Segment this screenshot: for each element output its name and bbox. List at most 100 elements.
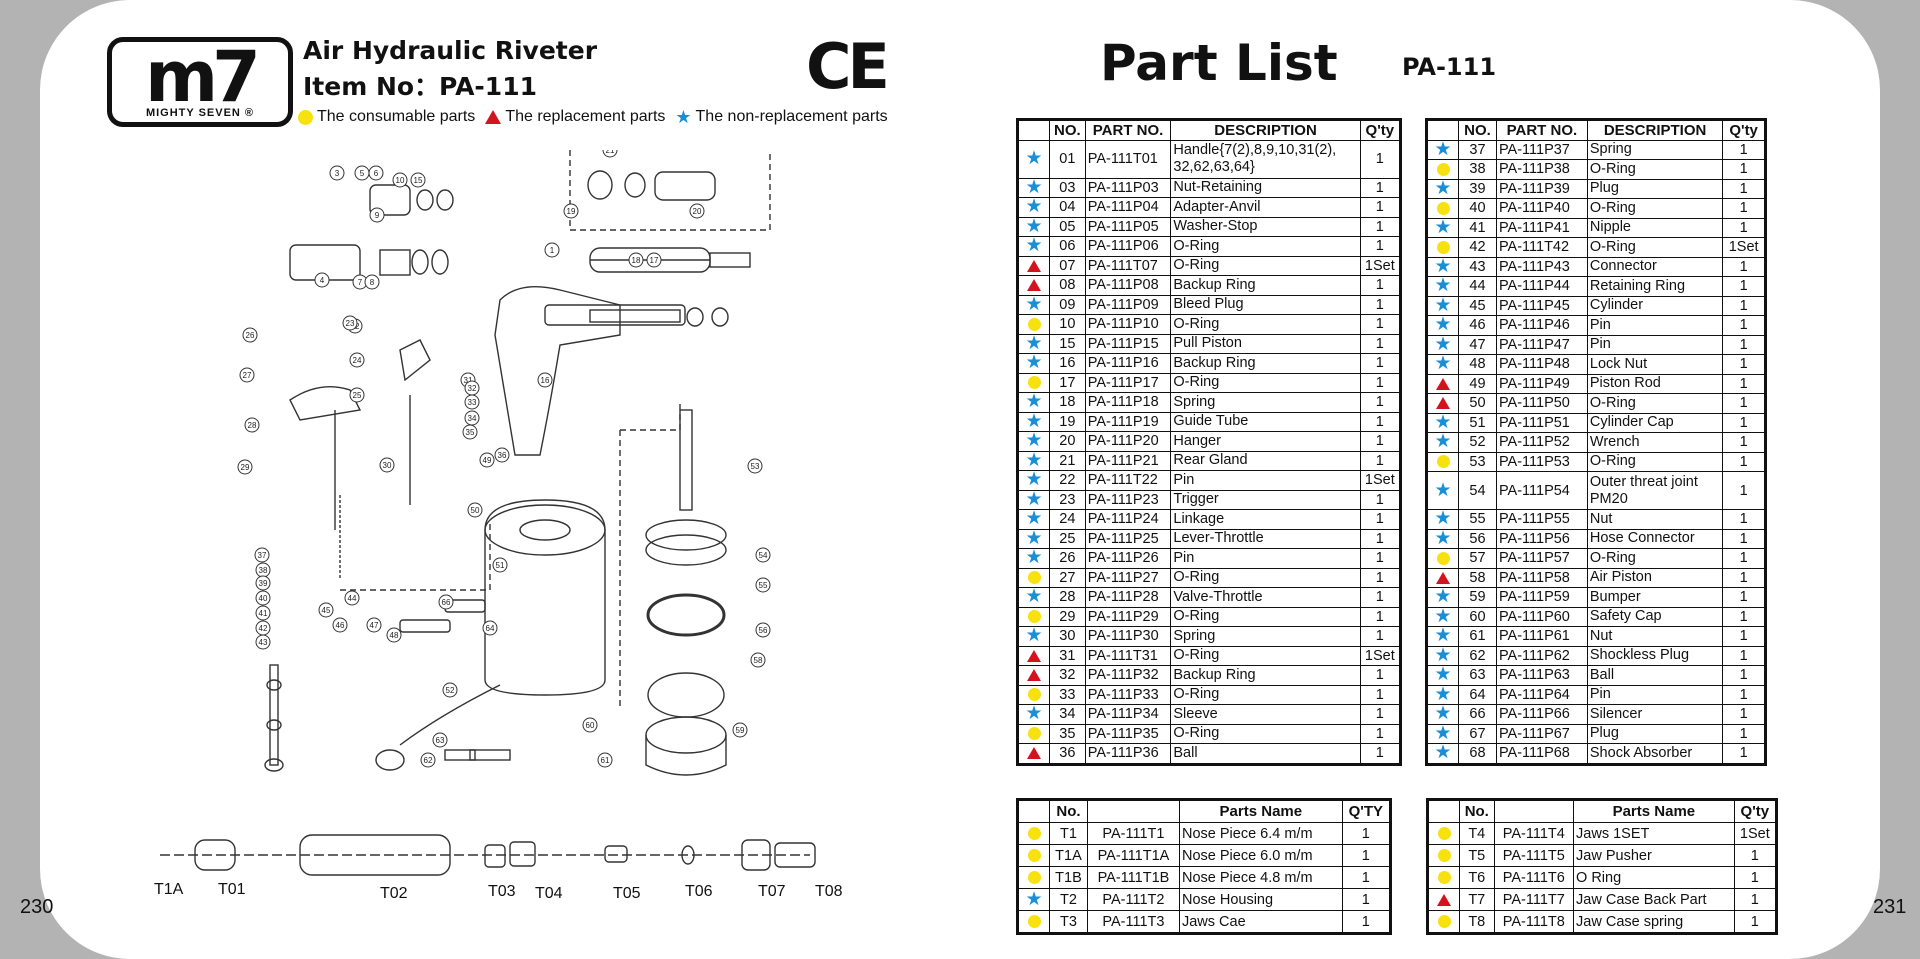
part-no-cell: PA-111P10 — [1084, 314, 1172, 335]
description-cell: O-Ring — [1586, 237, 1724, 258]
symbol-cell: ★ — [1427, 606, 1459, 627]
blue-star-icon: ★ — [1434, 479, 1452, 501]
description-text: Ball — [1173, 744, 1198, 761]
callout-circle — [464, 394, 480, 410]
part-no-cell: PA-111P51 — [1495, 412, 1588, 433]
description-text: Spring — [1173, 627, 1216, 644]
qty-cell: 1 — [1359, 333, 1401, 354]
part-no-cell: PA-111P47 — [1495, 334, 1588, 355]
callout-circle — [332, 617, 348, 633]
ce-mark: CE — [806, 30, 890, 103]
description-line: 32,62,63,64} — [1173, 159, 1255, 175]
yellow-dot-icon — [298, 109, 313, 125]
description-cell: O-Ring — [1170, 255, 1361, 276]
col-qty: Q'ty — [1733, 800, 1777, 823]
yellow-dot-icon — [1436, 240, 1450, 254]
qty-cell: 1 — [1359, 509, 1401, 530]
callout-number: 39 — [259, 579, 268, 588]
part-no-cell: PA-111P67 — [1495, 723, 1588, 744]
blue-star-icon: ★ — [1025, 148, 1043, 170]
callout-number: 61 — [601, 756, 610, 765]
callout-number: 26 — [246, 331, 255, 340]
product-title: Air Hydraulic Riveter — [303, 36, 598, 65]
yellow-dot-icon — [1436, 455, 1450, 469]
part-no-cell: PA-111P61 — [1495, 626, 1588, 647]
blue-star-icon: ★ — [1025, 488, 1043, 510]
no-cell: 25 — [1049, 528, 1086, 549]
description-text: Spring — [1173, 393, 1216, 410]
col-no: No. — [1459, 800, 1495, 823]
parts-name-cell: Nose Piece 6.0 m/m — [1178, 844, 1343, 867]
symbol-cell: ★ — [1018, 333, 1050, 354]
symbol-cell: ★ — [1427, 645, 1459, 666]
qty-cell: 1 — [1722, 645, 1765, 666]
callout-layer: 1345678910151617181920212223242526272829… — [237, 150, 771, 768]
callout-circle — [537, 372, 553, 388]
no-cell: 51 — [1458, 412, 1497, 433]
blue-star-icon: ★ — [1434, 742, 1452, 764]
blue-star-icon: ★ — [675, 107, 692, 127]
description-cell: O-Ring — [1170, 236, 1361, 257]
callout-number: 37 — [258, 551, 267, 560]
description-cell: Backup Ring — [1170, 353, 1361, 374]
part-no-cell: PA-111P40 — [1495, 198, 1588, 219]
blue-star-icon: ★ — [1434, 508, 1452, 530]
yellow-dot-icon — [1027, 827, 1041, 841]
no-cell: 28 — [1049, 587, 1086, 608]
yellow-dot-icon — [1027, 376, 1041, 390]
part-no-cell: PA-111P39 — [1495, 178, 1588, 199]
no-cell: 06 — [1049, 236, 1086, 257]
col-qty: Q'ty — [1722, 120, 1765, 141]
no-cell: 26 — [1049, 548, 1086, 569]
description-text: Plug — [1589, 180, 1619, 197]
part-no-cell: PA-111P33 — [1084, 684, 1172, 705]
part-list-title: Part List — [1100, 34, 1338, 92]
description-cell: Hose Connector — [1586, 528, 1724, 549]
red-triangle-icon — [1436, 377, 1450, 390]
blue-star-icon: ★ — [1025, 625, 1043, 647]
no-cell: 39 — [1458, 178, 1497, 199]
part-no-cell: PA-111P19 — [1084, 411, 1172, 432]
symbol-cell: ★ — [1018, 888, 1050, 911]
symbol-cell: ★ — [1427, 256, 1459, 277]
col-parts-name: Parts Name — [1573, 800, 1735, 823]
yellow-dot-icon — [1027, 317, 1041, 331]
legend: The consumable parts The replacement par… — [298, 108, 888, 126]
description-text: O-Ring — [1173, 725, 1220, 742]
symbol-cell: ★ — [1018, 431, 1050, 452]
blue-star-icon: ★ — [1025, 352, 1043, 374]
no-cell: 23 — [1049, 489, 1086, 510]
symbol-cell: ★ — [1427, 626, 1459, 647]
description-text: Pin — [1589, 686, 1611, 703]
callout-circle — [750, 652, 766, 668]
description-text: Pin — [1589, 316, 1611, 333]
red-triangle-icon — [1436, 397, 1450, 410]
callout-number: 20 — [693, 207, 702, 216]
qty-cell: 1 — [1722, 276, 1765, 297]
qty-cell: 1 — [1722, 334, 1765, 355]
part-no-cell: PA-111T2 — [1086, 888, 1180, 911]
qty-cell: 1 — [1722, 295, 1765, 316]
description-text: Lever-Throttle — [1173, 530, 1264, 547]
description-text: Backup Ring — [1173, 276, 1256, 293]
callout-number: 45 — [322, 606, 331, 615]
part-no-cell: PA-111P23 — [1084, 489, 1172, 510]
callout-circle — [494, 447, 510, 463]
